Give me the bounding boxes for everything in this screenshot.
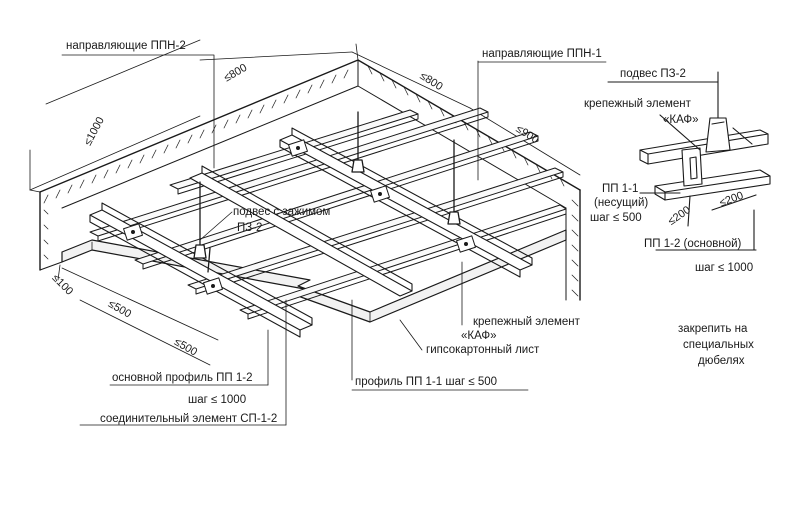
- label-kaf-mid: «КАФ»: [461, 330, 497, 342]
- leader-lines: [57, 54, 607, 426]
- label-step-1000-left: шаг ≤ 1000: [188, 394, 247, 406]
- label-hanger-clamp-2: ПЗ-2: [237, 222, 263, 234]
- label-fastener-top: крепежный элемент: [584, 98, 691, 110]
- label-fix-note-2: специальных: [683, 339, 754, 351]
- label-guide-ppn1: направляющие ППН-1: [482, 48, 602, 60]
- label-hanger-pz2: подвес ПЗ-2: [620, 68, 686, 80]
- label-fastener-mid: крепежный элемент: [473, 316, 580, 328]
- label-pp11-bearing-1: ПП 1-1: [602, 183, 639, 195]
- label-step-500-top: шаг ≤ 500: [590, 212, 642, 224]
- label-guide-ppn2: направляющие ППН-2: [66, 40, 186, 52]
- hanger-rods: [193, 111, 461, 273]
- label-connector: соединительный элемент СП-1-2: [100, 413, 278, 425]
- connectors: [123, 139, 476, 295]
- label-profile-pp11: профиль ПП 1-1 шаг ≤ 500: [355, 376, 498, 388]
- label-fix-note-1: закрепить на: [678, 323, 748, 335]
- label-pp11-bearing-2: (несущий): [594, 197, 649, 209]
- label-step-1000-right: шаг ≤ 1000: [695, 262, 754, 274]
- label-pp12-main-right: ПП 1-2 (основной): [644, 238, 742, 250]
- label-kaf-top: «КАФ»: [663, 114, 699, 126]
- label-fix-note-3: дюбелях: [698, 355, 745, 367]
- detail-assembly: [607, 71, 771, 251]
- label-gypsum-sheet: гипсокартонный лист: [426, 344, 540, 356]
- dimension-lines: [29, 39, 581, 193]
- label-hanger-clamp-1: подвес с зажимом: [233, 206, 331, 218]
- label-main-profile: основной профиль ПП 1-2: [112, 372, 253, 384]
